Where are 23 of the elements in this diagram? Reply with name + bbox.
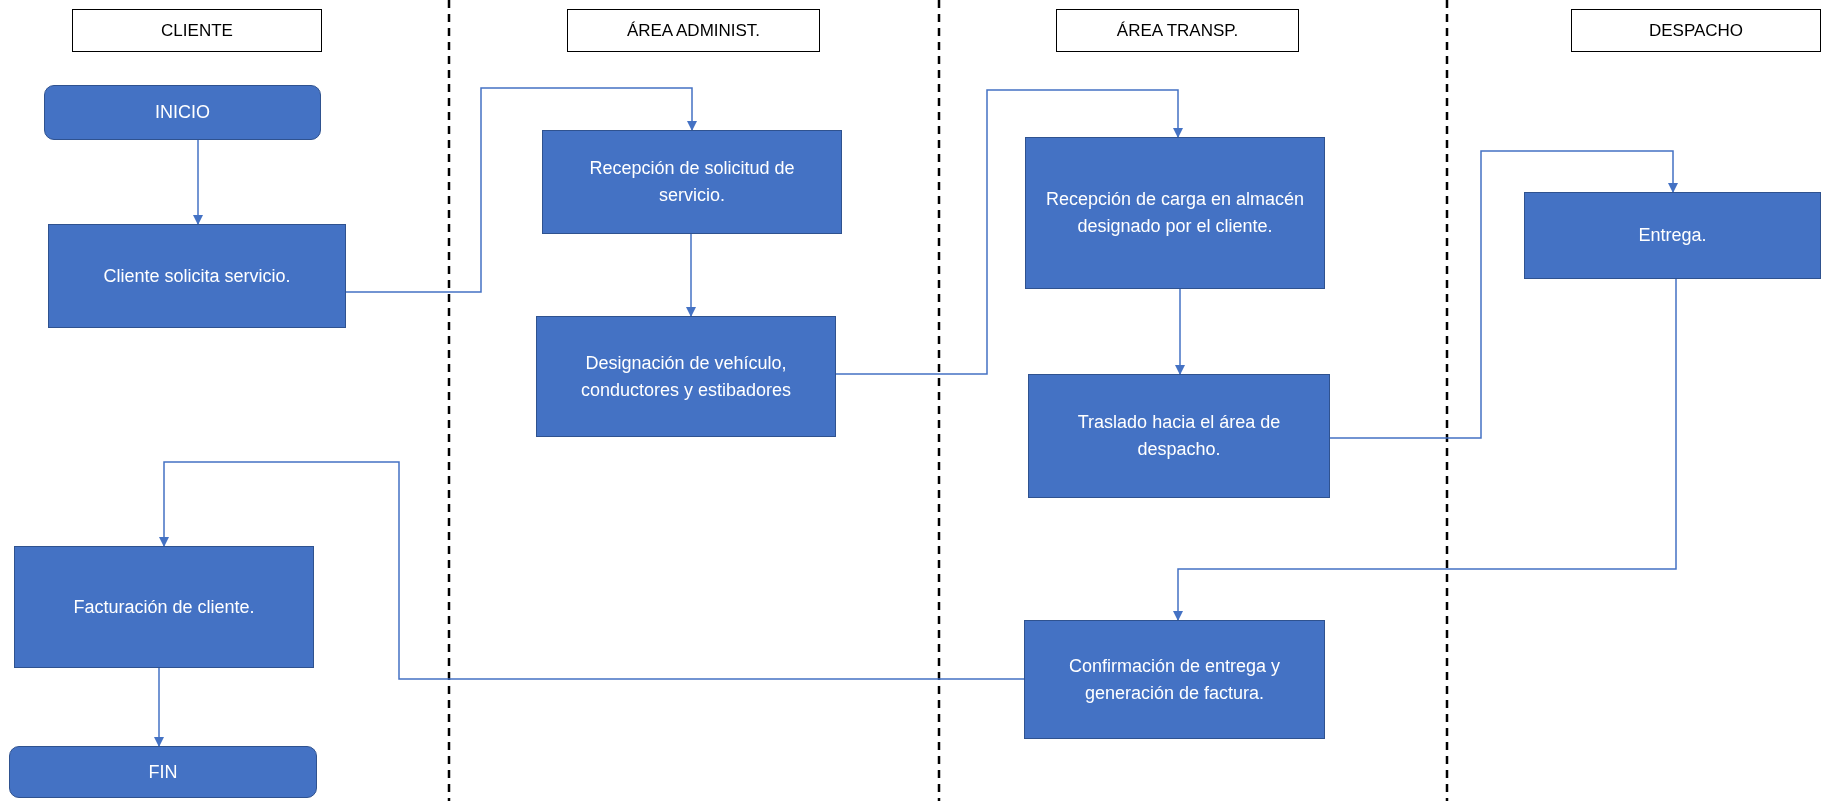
arrow <box>835 89 1183 375</box>
arrow <box>345 87 697 293</box>
lane-header: ÁREA ADMINIST. <box>567 9 820 52</box>
process-box: Cliente solicita servicio. <box>48 224 346 328</box>
process-box: Recepción de solicitud de servicio. <box>542 130 842 234</box>
arrow <box>1175 288 1185 375</box>
terminal-box: INICIO <box>44 85 321 140</box>
process-box: Entrega. <box>1524 192 1821 279</box>
process-box: Traslado hacia el área de despacho. <box>1028 374 1330 498</box>
lane-header: ÁREA TRANSP. <box>1056 9 1299 52</box>
lane-header: CLIENTE <box>72 9 322 52</box>
arrow <box>159 461 1025 680</box>
arrow <box>1329 150 1678 439</box>
terminal-box: FIN <box>9 746 317 798</box>
arrow <box>193 139 203 225</box>
lane-header: DESPACHO <box>1571 9 1821 52</box>
arrow <box>686 233 696 317</box>
process-box: Recepción de carga en almacén designado por el cliente. <box>1025 137 1325 289</box>
process-box: Designación de vehículo, conductores y estibadores <box>536 316 836 437</box>
process-box: Facturación de cliente. <box>14 546 314 668</box>
arrow <box>154 667 164 747</box>
arrow <box>1173 278 1677 621</box>
process-box: Confirmación de entrega y generación de factura. <box>1024 620 1325 739</box>
